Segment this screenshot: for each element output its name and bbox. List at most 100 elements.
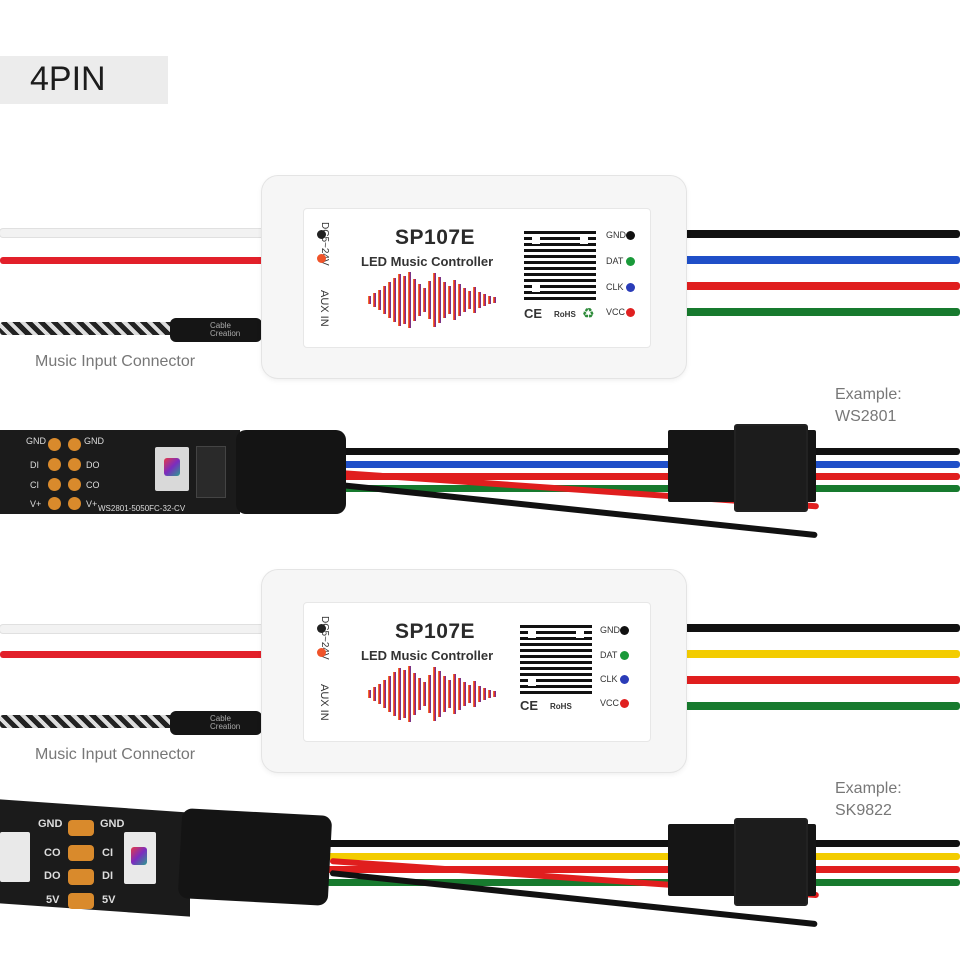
controller-subtitle: LED Music Controller	[361, 648, 494, 663]
connector-latch	[734, 818, 808, 906]
led-die	[131, 847, 147, 865]
strip-pad	[68, 438, 81, 451]
pin-label-dat: DAT	[600, 650, 618, 660]
strip-pad	[68, 893, 94, 909]
strip-pad-label: DI	[102, 870, 113, 882]
pin-label-gnd: GND	[600, 625, 620, 635]
pin-count-badge	[0, 56, 168, 104]
out-wire-vcc	[684, 308, 960, 316]
music-input-caption: Music Input Connector	[35, 746, 196, 763]
power-pos-icon	[317, 254, 326, 263]
strip-wire-red	[320, 866, 960, 873]
strip-pad-label: V+	[86, 499, 98, 509]
strip-pad	[68, 497, 81, 510]
pin-dot-vcc	[620, 699, 629, 708]
strip-wire-black	[320, 840, 960, 847]
controller-model: SP107E	[395, 226, 476, 249]
heat-shrink	[236, 430, 346, 514]
out-wire-dat	[684, 256, 960, 264]
example-title: Example:	[835, 386, 902, 403]
sound-wave-icon	[368, 666, 496, 722]
strip-wire-yellow	[320, 853, 960, 860]
controller-model: SP107E	[395, 620, 476, 643]
heat-shrink	[177, 808, 333, 906]
strip-pad	[68, 869, 94, 885]
aux-in-label: AUX IN	[318, 290, 330, 327]
pin-label-gnd: GND	[606, 230, 626, 240]
pin-dot-gnd	[620, 626, 629, 635]
aux-cable	[0, 322, 180, 335]
qr-code	[520, 622, 592, 694]
strip-silkscreen: WS2801-5050FC-32-CV	[98, 504, 186, 513]
strip-pad	[68, 458, 81, 471]
strip-pad	[48, 478, 61, 491]
pin-label-vcc: VCC	[600, 698, 620, 708]
strip-wire-black	[330, 448, 960, 455]
strip-pad-label: DO	[86, 460, 100, 470]
sound-wave-icon	[368, 272, 496, 328]
strip-pad	[48, 438, 61, 451]
strip-pad-label: GND	[38, 818, 63, 830]
strip-pad-label: DI	[30, 460, 39, 470]
led-chip	[0, 832, 30, 882]
strip-pad	[68, 845, 94, 861]
pin-dot-vcc	[626, 308, 635, 317]
example-chip: WS2801	[835, 408, 897, 425]
pin-label-vcc: VCC	[606, 307, 626, 317]
example-title: Example:	[835, 780, 902, 797]
strip-pad-label: V+	[30, 499, 42, 509]
led-die	[164, 458, 180, 476]
example-chip: SK9822	[835, 802, 892, 819]
strip-pad-label: CO	[44, 847, 61, 859]
strip-pad-label: GND	[100, 818, 125, 830]
out-wire-clk	[684, 282, 960, 290]
recycle-icon: ♻	[582, 305, 595, 321]
qr-code	[524, 228, 596, 300]
ce-mark: CE	[520, 698, 539, 713]
strip-pad	[48, 458, 61, 471]
strip-pad-label: GND	[84, 436, 104, 446]
power-pos-icon	[317, 648, 326, 657]
aux-jack	[170, 711, 262, 735]
strip-pad-label: CI	[102, 847, 113, 859]
ic-chip	[196, 446, 226, 498]
strip-pad	[48, 497, 61, 510]
aux-in-label: AUX IN	[318, 684, 330, 721]
strip-wire-green	[330, 485, 960, 492]
strip-pad-label: DO	[44, 870, 61, 882]
rohs-mark: RoHS	[554, 310, 576, 319]
power-neg-icon	[317, 624, 326, 633]
music-input-caption: Music Input Connector	[35, 353, 196, 370]
pin-label-clk: CLK	[600, 674, 618, 684]
pin-label-dat: DAT	[606, 256, 624, 266]
strip-pad-label: 5V	[46, 894, 60, 906]
strip-pad-label: GND	[26, 436, 46, 446]
strip-pad-label: CI	[30, 480, 39, 490]
power-wire-red	[0, 257, 266, 264]
strip-pad	[68, 478, 81, 491]
pin-count-label: 4PIN	[30, 60, 106, 98]
pin-dot-dat	[626, 257, 635, 266]
strip-wire-blue	[330, 461, 960, 468]
pin-dot-clk	[620, 675, 629, 684]
out-wire-vcc	[684, 702, 960, 710]
rohs-mark: RoHS	[550, 702, 572, 711]
pin-dot-gnd	[626, 231, 635, 240]
out-wire-clk	[684, 676, 960, 684]
pin-label-clk: CLK	[606, 282, 624, 292]
aux-jack	[170, 318, 262, 342]
power-wire-red	[0, 651, 266, 658]
out-wire-gnd	[684, 230, 960, 238]
pin-dot-clk	[626, 283, 635, 292]
power-neg-icon	[317, 230, 326, 239]
strip-pad-label: 5V	[102, 894, 116, 906]
controller-subtitle: LED Music Controller	[361, 254, 494, 269]
connector-latch	[734, 424, 808, 512]
pin-dot-dat	[620, 651, 629, 660]
out-wire-gnd	[684, 624, 960, 632]
strip-pad-label: CO	[86, 480, 100, 490]
power-wire-white	[0, 229, 266, 237]
aux-cable	[0, 715, 180, 728]
